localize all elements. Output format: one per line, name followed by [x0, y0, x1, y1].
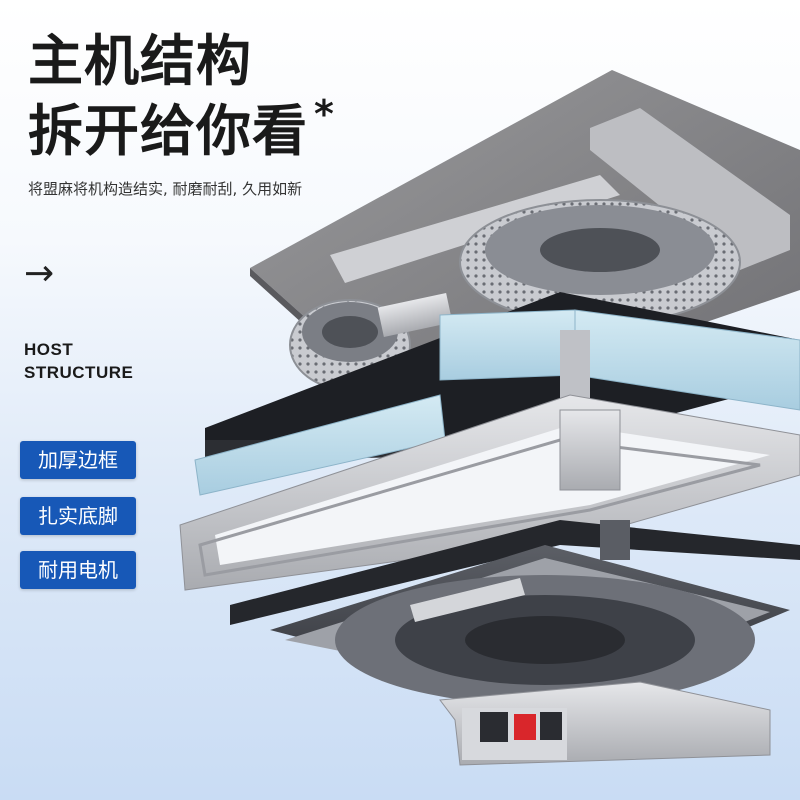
- motor-drum-right: [377, 199, 741, 337]
- bottom-plate: [270, 545, 790, 705]
- power-switch-icon: [514, 714, 536, 740]
- english-title-line1: HOST: [24, 340, 74, 359]
- headline-line2: 拆开给你看: [28, 99, 309, 163]
- middle-frame: [179, 394, 800, 591]
- english-title-line2: STRUCTURE: [24, 363, 134, 382]
- headline-line1: 主机结构: [28, 29, 253, 93]
- blue-panel-frame: [194, 292, 800, 496]
- control-box: [439, 681, 771, 766]
- headline-star: *: [314, 92, 334, 136]
- power-socket-icon: [480, 712, 508, 742]
- lower-frame: [230, 520, 800, 625]
- subtitle: 将盟麻将机构造结实, 耐磨耐刮, 久用如新: [28, 180, 303, 198]
- feature-badge-frame: 加厚边框: [20, 441, 136, 479]
- feature-badge-feet: 扎实底脚: [20, 497, 136, 535]
- arrow-right-icon: →: [24, 253, 55, 294]
- feature-badge-motor: 耐用电机: [20, 551, 136, 589]
